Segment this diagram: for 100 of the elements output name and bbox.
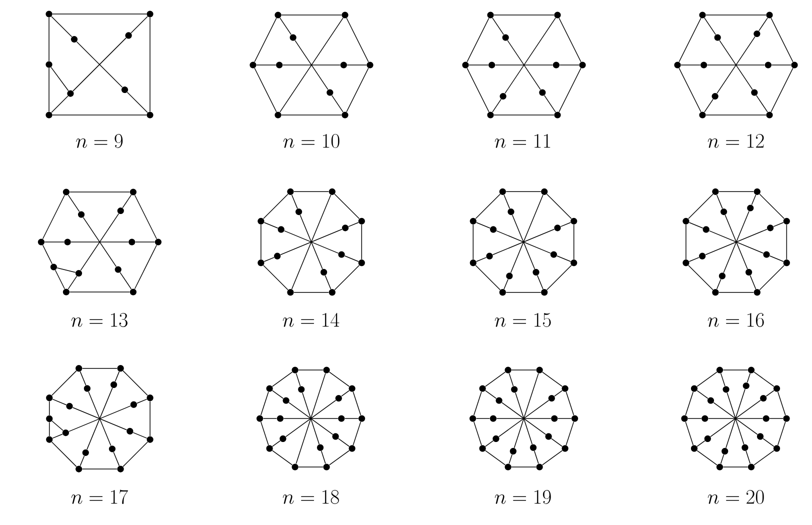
edge-line	[777, 391, 786, 416]
edge-line	[786, 224, 788, 260]
edge-line	[726, 388, 746, 448]
edge-line	[474, 391, 482, 416]
edge-line	[542, 372, 563, 387]
edge-line	[52, 434, 63, 439]
edge-line	[134, 194, 158, 240]
edge-line	[722, 466, 748, 468]
graph-label: $n = 9$	[76, 134, 123, 148]
edge-line	[346, 68, 369, 112]
edge-line	[696, 450, 718, 466]
edge-line	[320, 450, 326, 464]
edge-line	[534, 450, 539, 464]
edge-line	[334, 194, 360, 220]
edge-line	[264, 222, 278, 229]
edge-line	[494, 64, 554, 66]
graph-label: $n = 11$	[494, 134, 550, 148]
edge-line	[558, 68, 582, 112]
edge-line	[506, 292, 542, 293]
edge-line	[344, 255, 359, 262]
edge-line	[48, 17, 50, 62]
edge-line	[754, 372, 774, 387]
edge-line	[566, 391, 574, 416]
edge-line	[262, 418, 278, 419]
edge-line	[566, 421, 574, 446]
edge-line	[508, 454, 512, 464]
edge-line	[514, 372, 539, 448]
edge-line	[291, 194, 298, 209]
edge-line	[496, 230, 551, 254]
graph-label: $n = 18$	[282, 490, 339, 504]
edge-line	[283, 418, 338, 419]
edge-line	[361, 224, 362, 260]
edge-line	[546, 264, 572, 290]
edge-line	[688, 264, 714, 290]
edge-line	[678, 68, 702, 112]
edge-line	[338, 438, 350, 447]
edge-line	[769, 418, 784, 419]
edge-line	[260, 391, 269, 416]
edge-line	[706, 14, 766, 16]
edge-line	[716, 278, 722, 290]
edge-line	[771, 64, 792, 66]
edge-line	[536, 275, 544, 290]
edge-line	[56, 267, 76, 273]
edge-line	[122, 370, 148, 396]
edge-line	[750, 275, 756, 290]
edge-line	[352, 391, 362, 416]
edge-line	[272, 390, 284, 399]
edge-line	[334, 264, 360, 290]
edge-line	[42, 244, 53, 264]
edge-line	[511, 466, 536, 468]
edge-line	[294, 292, 330, 293]
edge-line	[494, 14, 554, 16]
edge-line	[329, 372, 350, 387]
edge-line	[468, 64, 489, 66]
edge-line	[280, 18, 344, 112]
edge-line	[296, 372, 301, 386]
edge-line	[114, 371, 120, 382]
edge-line	[329, 450, 350, 466]
edge-line	[515, 392, 533, 445]
edge-line	[113, 452, 120, 466]
edge-line	[122, 442, 148, 467]
edge-line	[80, 371, 86, 386]
edge-line	[52, 420, 64, 431]
edge-line	[723, 210, 750, 274]
edge-line	[294, 191, 330, 192]
edge-line	[746, 372, 751, 383]
edge-line	[466, 18, 490, 62]
edge-line	[756, 95, 768, 112]
edge-line	[264, 257, 274, 262]
edge-line	[42, 194, 66, 240]
edge-line	[52, 114, 147, 116]
edge-line	[696, 372, 718, 387]
edge-line	[718, 191, 754, 192]
edge-line	[542, 450, 563, 466]
edge-line	[704, 98, 714, 112]
edge-line	[291, 194, 332, 290]
edge-line	[126, 92, 148, 113]
edge-line	[475, 194, 501, 220]
graph-label: $n = 19$	[494, 490, 551, 504]
edge-line	[134, 244, 158, 290]
edge-line	[51, 96, 68, 113]
edge-line	[282, 64, 341, 66]
edge-line	[678, 18, 702, 62]
edge-line	[506, 191, 542, 192]
edge-line	[688, 194, 714, 220]
edge-line	[512, 214, 536, 270]
edge-line	[51, 370, 77, 396]
edge-line	[762, 438, 774, 447]
edge-line	[504, 194, 510, 209]
graph-label: $n = 10$	[283, 134, 340, 148]
edge-line	[706, 64, 766, 66]
edge-line	[559, 64, 580, 66]
edge-line	[475, 264, 501, 290]
edge-line	[132, 432, 148, 439]
edge-line	[485, 440, 494, 447]
edge-line	[688, 418, 702, 419]
edge-line	[704, 18, 716, 35]
graph-label: $n = 17$	[71, 490, 128, 504]
edge-line	[492, 228, 555, 256]
edge-line	[544, 95, 556, 112]
